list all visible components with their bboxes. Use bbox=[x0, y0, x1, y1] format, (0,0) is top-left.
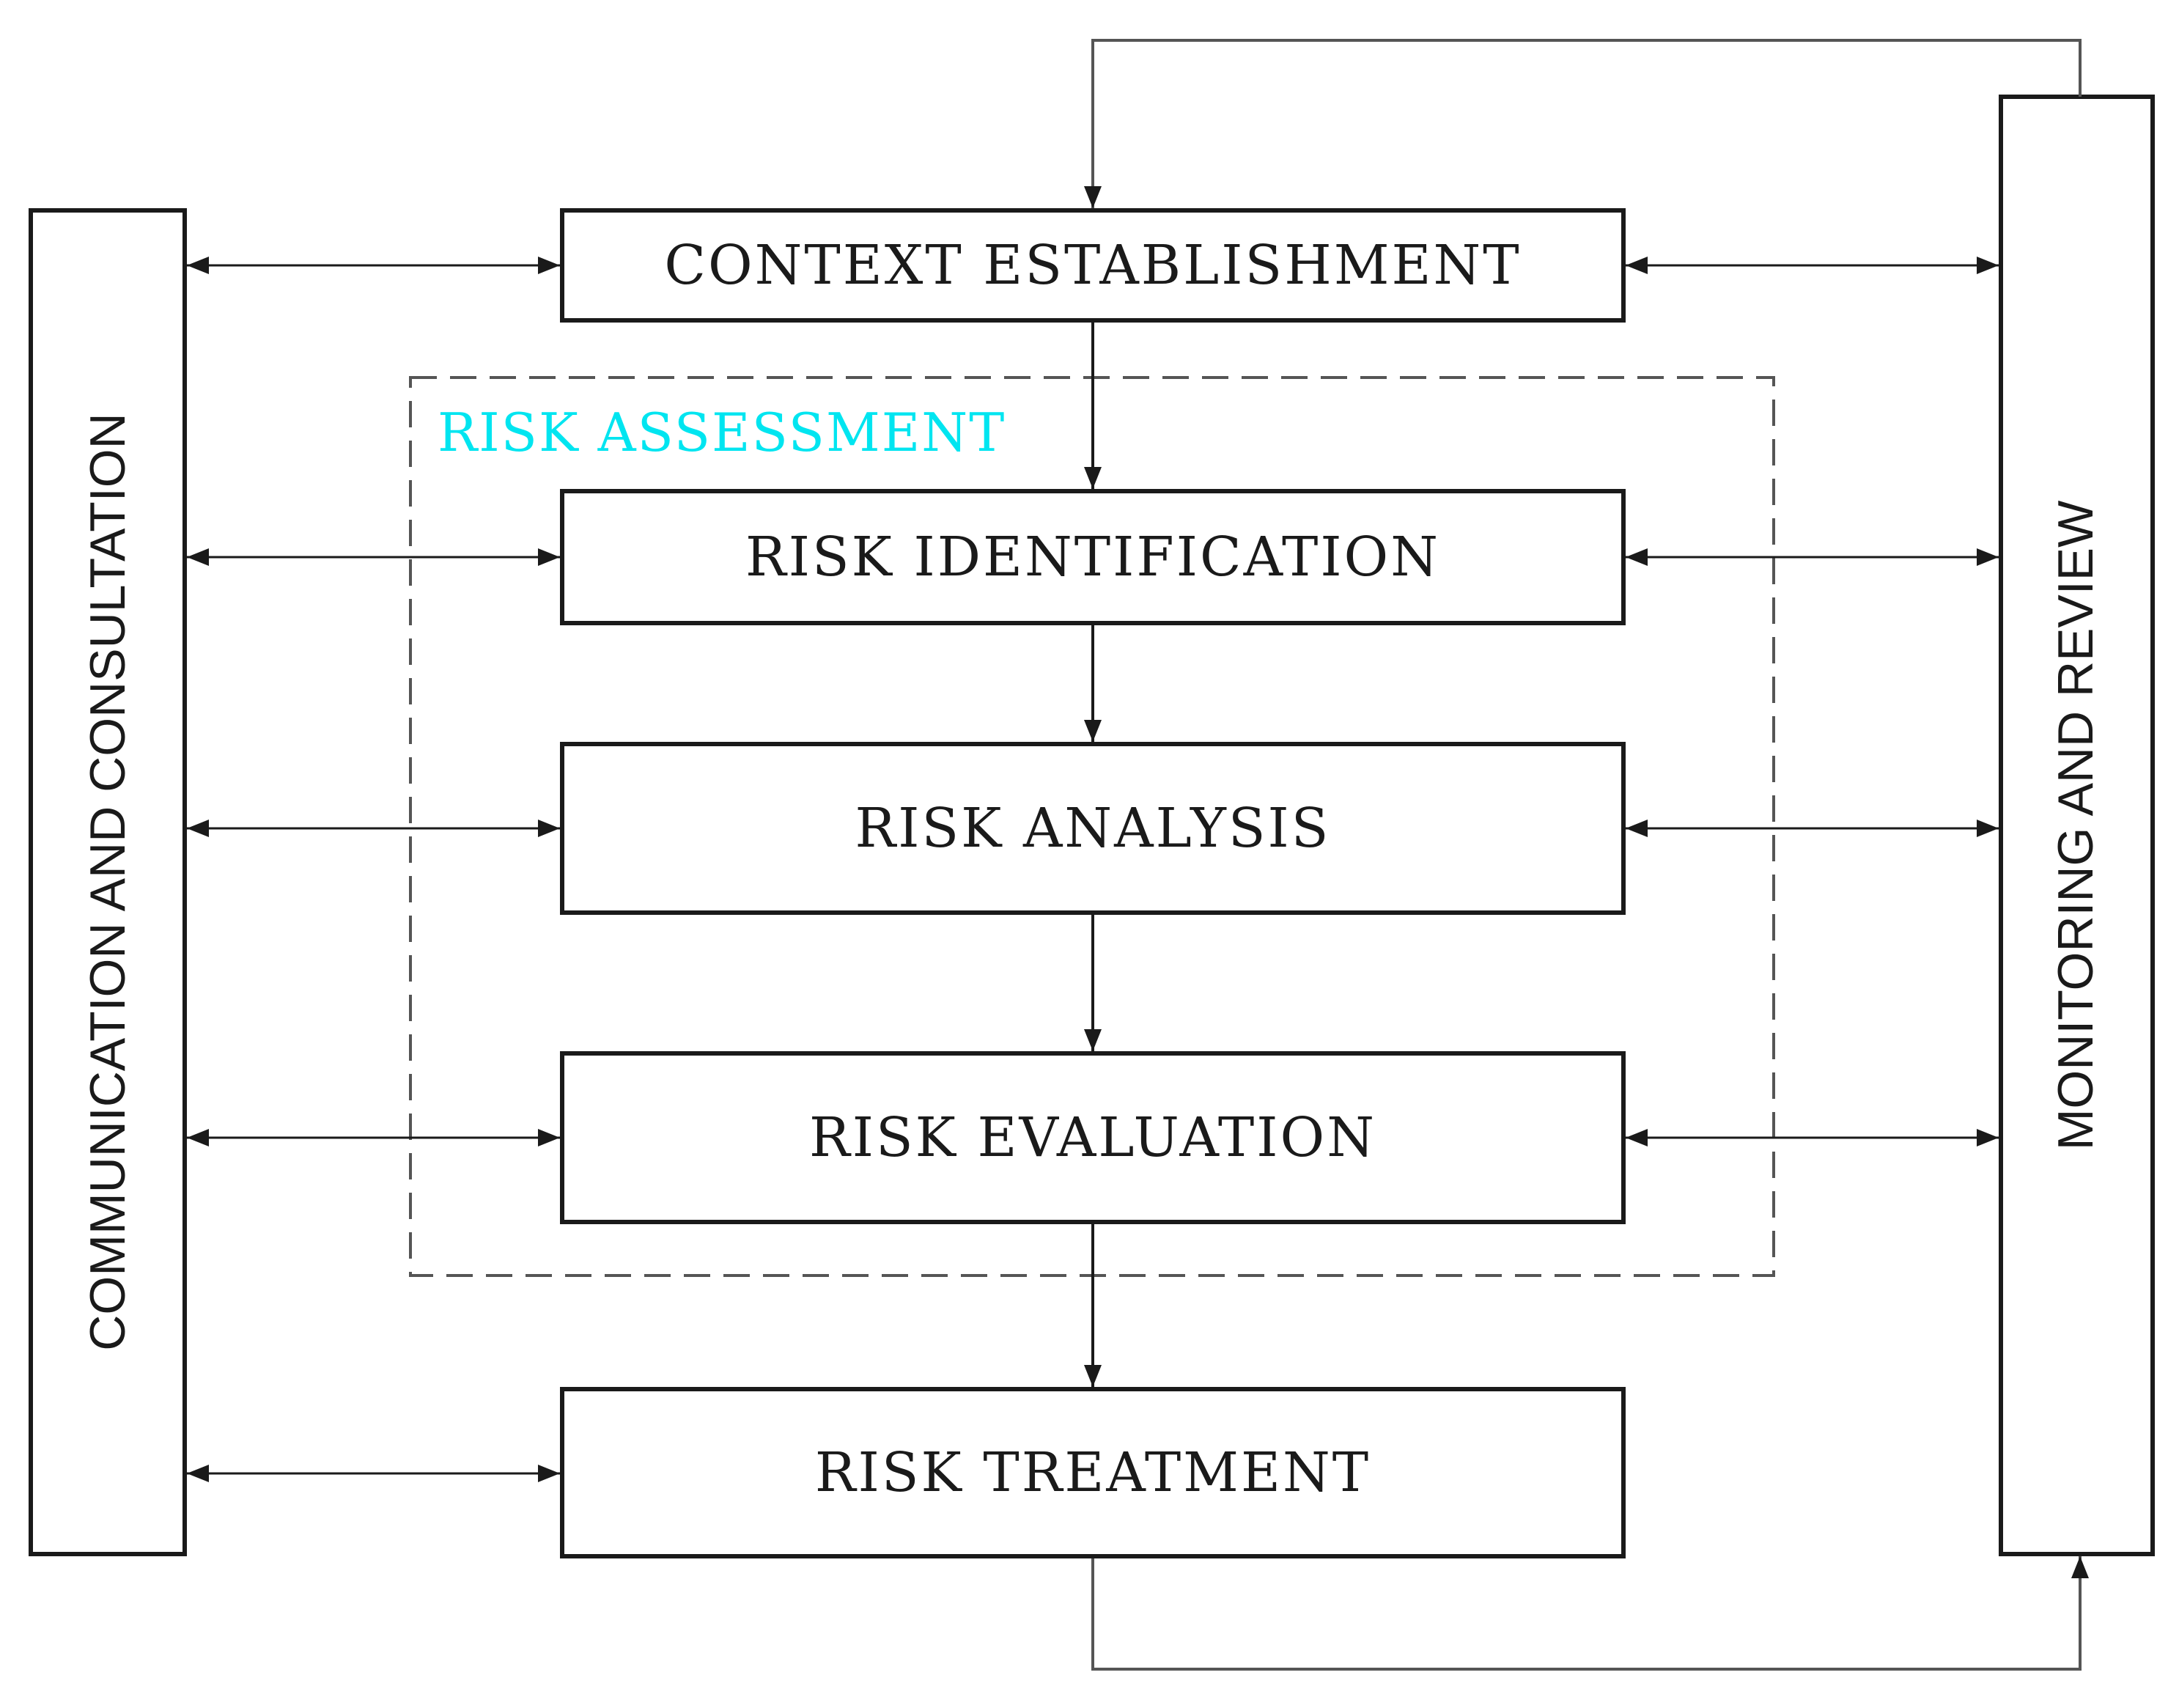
left-connector-arrows bbox=[187, 257, 560, 1482]
risk-analysis-label: RISK ANALYSIS bbox=[855, 797, 1331, 860]
monitoring-review-panel: MONITORING AND REVIEW bbox=[1999, 95, 2155, 1556]
feedback-loops bbox=[1084, 39, 2089, 1671]
risk-treatment-label: RISK TREATMENT bbox=[815, 1441, 1371, 1504]
feedback-treatment-to-monitoring bbox=[1091, 1556, 2089, 1671]
risk-assessment-label: RISK ASSESSMENT bbox=[438, 402, 1006, 463]
risk-treatment-box: RISK TREATMENT bbox=[560, 1387, 1626, 1558]
risk-identification-box: RISK IDENTIFICATION bbox=[560, 489, 1626, 625]
feedback-monitoring-to-context bbox=[1084, 39, 2082, 208]
communication-consultation-label: COMMUNICATION AND CONSULTATION bbox=[80, 413, 136, 1350]
context-establishment-label: CONTEXT ESTABLISHMENT bbox=[664, 234, 1521, 297]
risk-analysis-box: RISK ANALYSIS bbox=[560, 742, 1626, 915]
communication-consultation-panel: COMMUNICATION AND CONSULTATION bbox=[29, 208, 187, 1556]
risk-evaluation-label: RISK EVALUATION bbox=[809, 1106, 1376, 1169]
risk-evaluation-box: RISK EVALUATION bbox=[560, 1051, 1626, 1224]
risk-identification-label: RISK IDENTIFICATION bbox=[745, 526, 1440, 589]
monitoring-review-label: MONITORING AND REVIEW bbox=[2048, 501, 2104, 1151]
right-connector-arrows bbox=[1626, 257, 1999, 1146]
context-establishment-box: CONTEXT ESTABLISHMENT bbox=[560, 208, 1626, 323]
